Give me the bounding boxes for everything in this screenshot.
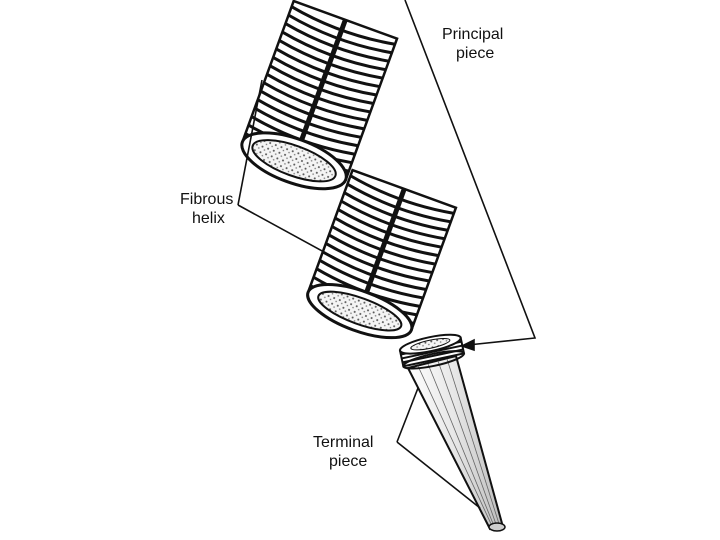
- fibrous-helix-label-line2: helix: [180, 209, 233, 228]
- fibrous-helix-label-line1: Fibrous: [180, 190, 233, 209]
- fibrous-helix-leader-lower: [238, 205, 335, 258]
- principal-piece-label-line1: Principal: [442, 25, 503, 44]
- fibrous-helix-label: Fibrous helix: [180, 190, 233, 228]
- terminal-piece-label-line1: Terminal: [313, 433, 373, 452]
- terminal-piece-label: Terminal piece: [313, 433, 373, 471]
- principal-piece-label-line2: piece: [442, 44, 503, 63]
- principal-piece-label: Principal piece: [442, 25, 503, 63]
- upper-fibrous-cylinder: [235, 1, 397, 200]
- middle-fibrous-cylinder: [301, 170, 456, 349]
- terminal-piece-cone: [399, 331, 505, 531]
- terminal-piece-leader-upper: [397, 388, 418, 442]
- terminal-piece-label-line2: piece: [313, 452, 373, 471]
